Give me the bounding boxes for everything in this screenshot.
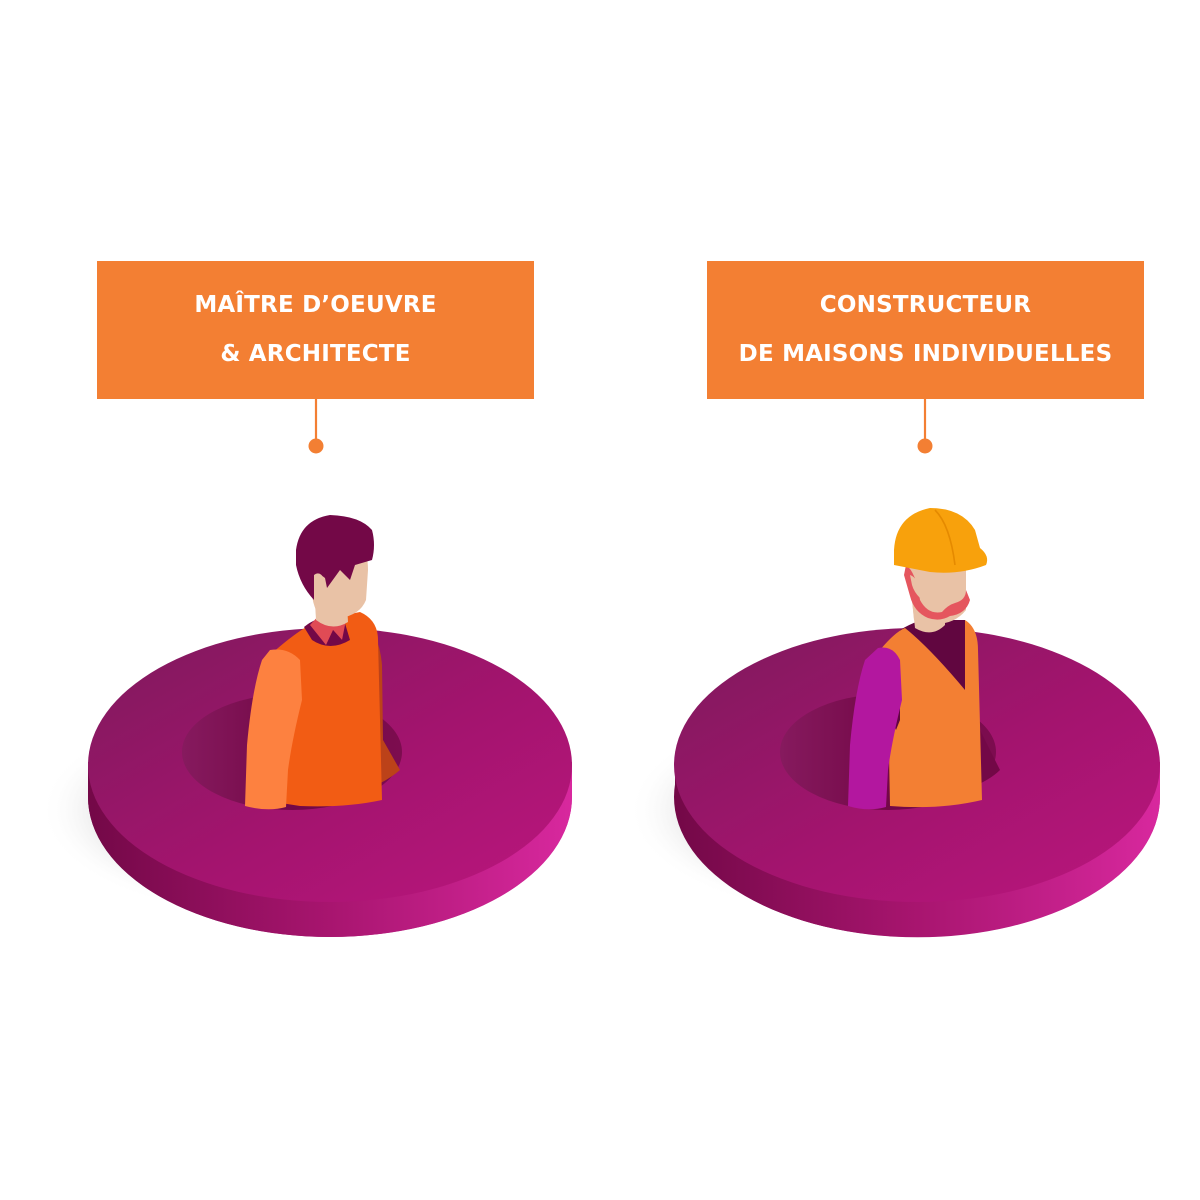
label-box-constructeur: CONSTRUCTEUR DE MAISONS INDIVIDUELLES — [707, 261, 1144, 399]
label-line-1: MAÎTRE D’OEUVRE — [194, 292, 437, 318]
platform-disc-left — [40, 628, 572, 937]
label-line-2: DE MAISONS INDIVIDUELLES — [738, 341, 1113, 367]
label-line-1: CONSTRUCTEUR — [819, 292, 1032, 318]
label-line-2: & ARCHITECTE — [220, 341, 411, 367]
connector-dot-icon — [917, 438, 933, 454]
label-box-maitre-oeuvre: MAÎTRE D’OEUVRE & ARCHITECTE — [97, 261, 534, 399]
person-architect-icon — [245, 515, 400, 810]
connector-right — [917, 399, 933, 454]
hard-hat-icon — [894, 508, 988, 573]
connector-left — [308, 399, 324, 454]
person-builder-icon — [848, 508, 1000, 810]
connector-dot-icon — [308, 438, 324, 454]
